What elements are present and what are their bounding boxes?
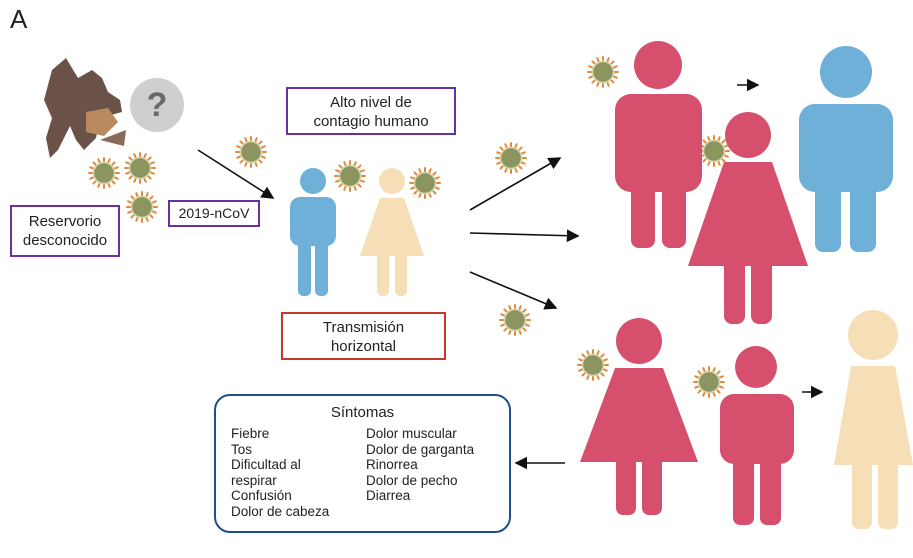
person-male-icon [290,168,336,296]
virus-icon [409,167,441,199]
symptom-item: Dolor de cabeza [231,503,330,519]
symptoms-box: Síntomas Fiebre Tos Dificultad al respir… [214,394,511,533]
contagion-label: Alto nivel de contagio humano [286,87,456,135]
person-male-icon [615,41,702,248]
person-female-icon [360,168,424,296]
symptom-item: Dolor muscular [366,426,457,441]
transmission-line-2: horizontal [330,338,397,355]
virus-icon [235,136,267,168]
virus-icon [88,157,120,189]
transmission-label: Transmisión horizontal [281,312,446,360]
reservoir-line-1: Reservorio [28,213,102,230]
panel-label: A [10,4,28,34]
reservoir-label: Reservorio desconocido [10,205,120,257]
symptom-item: Tos [231,441,253,457]
virus-icon [124,152,156,184]
symptom-item: Confusión [231,488,292,503]
virus-label: 2019-nCoV [168,200,260,227]
transmission-line-1: Transmisión [322,319,405,336]
symptom-item: Rinorrea [366,457,418,472]
virus-icon [499,304,531,336]
virus-icon [126,191,158,223]
symptom-item: Dificultad al [231,457,301,472]
person-female-icon [580,318,698,515]
person-female-icon [688,112,808,324]
bat-icon [44,58,126,158]
symptom-item: Fiebre [231,426,270,441]
symptom-item: Diarrea [366,488,411,503]
contagion-line-1: Alto nivel de [330,94,412,111]
reservoir-line-2: desconocido [22,232,108,249]
symptoms-right-column: Dolor muscular Dolor de garganta Rinorre… [366,426,474,504]
symptom-item: respirar [231,472,277,488]
virus-icon [693,366,725,398]
virus-icon [334,160,366,192]
arrow-icon [469,271,558,310]
symptom-item: Dolor de pecho [366,472,458,488]
question-icon: ? [130,78,184,132]
virus-icon [587,56,619,88]
symptoms-left-column: Fiebre Tos Dificultad al respirar Confus… [231,426,329,519]
contagion-line-2: contagio humano [313,113,429,130]
symptoms-title: Síntomas [330,404,395,421]
person-male-icon [720,346,794,525]
symptom-item: Dolor de garganta [366,441,475,457]
virus-icon [698,135,730,167]
virus-icon [495,142,527,174]
arrow-icon [469,229,580,243]
arrow-icon [197,149,275,199]
person-male-icon [799,46,893,252]
arrow-icon [469,157,562,211]
person-female-icon [834,310,913,529]
virus-icon [577,349,609,381]
